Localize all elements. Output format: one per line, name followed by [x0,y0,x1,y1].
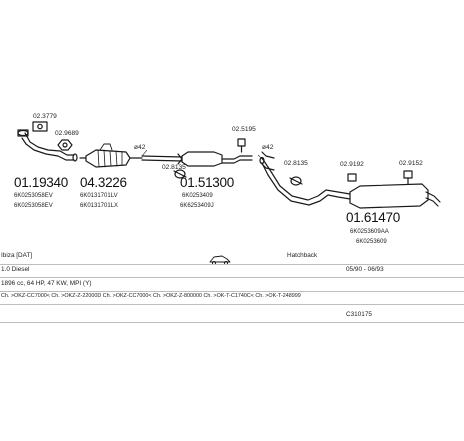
hanger-02-5195 [237,138,246,153]
label-diameter-42-b: ø42 [262,144,274,151]
vehicle-body: Hatchback [287,252,318,259]
vehicle-engine: 1.0 Diesel [1,266,30,273]
label-02-9192: 02.9192 [340,161,364,168]
part-number-front-silencer: 01.51300 [180,175,234,190]
part-ref-rear-silencer-1: 6K0253609AA [350,229,389,235]
part-ref-front-silencer-2: 6K6253409J [180,203,214,209]
front-silencer [177,151,253,167]
rear-pipe [259,156,351,206]
catalog-code: C310175 [346,311,372,318]
hanger-02-9192 [347,173,357,182]
rear-silencer [349,183,441,209]
clamp-02-8135-a [173,169,187,179]
clamp-02-8135-b [289,176,303,186]
label-02-9689: 02.9689 [55,130,79,137]
label-02-9152: 02.9152 [399,160,423,167]
vehicle-model: Ibiza [DAT] [1,252,33,259]
label-02-8135-b: 02.8135 [284,160,308,167]
divider-2 [0,277,464,278]
divider-5 [0,322,464,323]
part-ref-front-silencer-1: 6K0253409 [182,193,213,199]
part-ref-rear-silencer-2: 6K0253609 [356,239,387,245]
vehicle-years: 05/90 - 06/93 [346,266,384,273]
part-number-rear-silencer: 01.61470 [346,210,400,225]
divider-4 [0,304,464,305]
part-ref-front-pipe-1: 6K0253058EV [14,193,53,199]
front-pipe [17,129,78,162]
intermediate-pipe [141,155,183,162]
part-ref-catalytic-converter-2: 6K0131701LX [80,203,119,209]
divider-1 [0,264,464,265]
flange-02-9689 [57,139,73,151]
label-02-8135-a: 02.8135 [162,164,186,171]
part-number-front-pipe: 01.19340 [14,175,68,190]
label-diameter-42-a: ø42 [134,144,146,151]
label-02-3779: 02.3779 [33,113,57,120]
flange-02-3779 [32,121,48,132]
part-ref-front-pipe-2: 6K0253058EV [14,203,53,209]
vehicle-chassis: Ch. >OKZ-CC7000< Ch. >OKZ-Z-22000D Ch. >… [1,293,301,299]
part-ref-catalytic-converter-1: 6K0131701LV [80,193,118,199]
label-02-5195: 02.5195 [232,126,256,133]
catalytic-converter [79,143,143,168]
hanger-02-9152 [403,170,413,185]
part-number-catalytic-converter: 04.3226 [80,175,127,190]
divider-3 [0,291,464,292]
vehicle-specs: 1896 cc, 64 HP, 47 KW, MPI (Y) [1,280,92,287]
